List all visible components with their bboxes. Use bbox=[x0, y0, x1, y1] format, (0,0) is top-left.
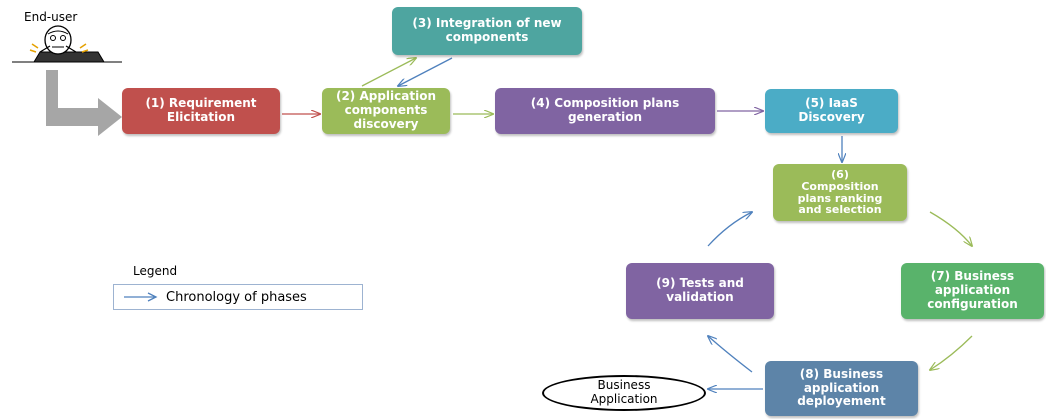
arrow-3-to-2 bbox=[398, 57, 453, 86]
business-application-output: Business Application bbox=[542, 375, 706, 411]
arrow-9-to-6 bbox=[707, 212, 752, 247]
legend-item-chronology-of-phases: Chronology of phases bbox=[166, 289, 307, 305]
legend-arrow-icon bbox=[124, 292, 158, 302]
end-user-arrow bbox=[46, 70, 122, 136]
phase-7-business-application-configuration: (7) Business application configuration bbox=[901, 263, 1044, 319]
phase-2-application-components-discovery: (2) Application components discovery bbox=[322, 88, 450, 134]
phase-8-business-application-deployement: (8) Business application deployement bbox=[765, 361, 918, 416]
legend-box: Chronology of phases bbox=[113, 284, 363, 310]
phase-6-composition-plans-ranking-and-selection: (6) Composition plans ranking and select… bbox=[773, 164, 907, 221]
end-user-label: End-user bbox=[24, 10, 78, 24]
phase-5-iaas-discovery: (5) IaaS Discovery bbox=[765, 89, 898, 133]
phase-3-integration-of-new-components: (3) Integration of new components bbox=[392, 7, 582, 55]
phase-9-tests-and-validation: (9) Tests and validation bbox=[626, 263, 774, 319]
arrow-6-to-7 bbox=[929, 211, 972, 246]
legend-title: Legend bbox=[133, 264, 178, 278]
arrow-8-to-9 bbox=[708, 336, 753, 373]
arrow-7-to-8 bbox=[930, 335, 973, 370]
phase-4-composition-plans-generation: (4) Composition plans generation bbox=[495, 88, 715, 134]
phase-1-requirement-elicitation: (1) Requirement Elicitation bbox=[122, 88, 280, 134]
arrow-2-to-3 bbox=[361, 58, 416, 87]
end-user-at-laptop-icon bbox=[12, 25, 122, 63]
